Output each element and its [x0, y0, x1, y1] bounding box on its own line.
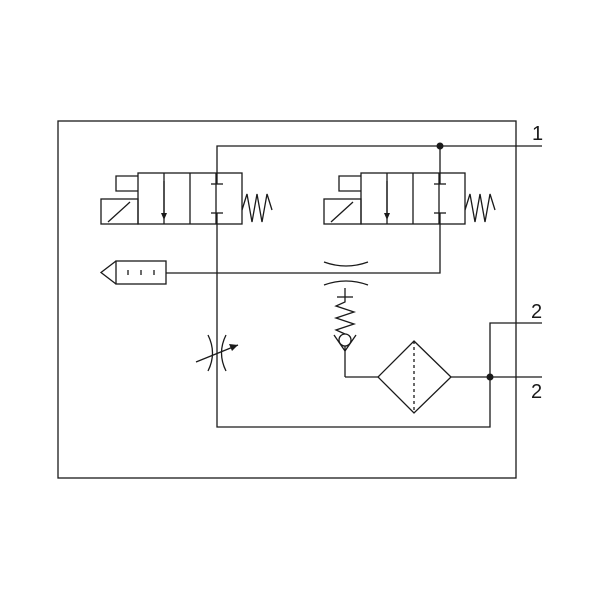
silencer	[99, 260, 167, 285]
manual-override-left	[115, 175, 138, 192]
manual-override-right	[338, 175, 361, 192]
port-2-upper-label: 2	[531, 301, 542, 323]
output-junction-dot	[486, 373, 494, 381]
supply-junction-dot	[436, 142, 444, 150]
main-line	[216, 224, 491, 428]
supply-line	[216, 142, 542, 173]
exhaust-line	[166, 224, 441, 274]
solenoid-coil-right	[323, 198, 362, 225]
enclosure-frame	[57, 120, 517, 479]
solenoid-coil-left	[100, 198, 139, 225]
output-line	[451, 322, 542, 381]
port-2-lower-label: 2	[531, 381, 542, 403]
solenoid-valve-right	[323, 172, 496, 225]
filter	[377, 340, 452, 414]
check-valve-spring	[333, 288, 378, 378]
return-spring-left	[241, 193, 273, 223]
adjustable-throttle	[195, 334, 239, 372]
solenoid-valve-left	[100, 172, 273, 225]
return-spring-right	[464, 193, 496, 223]
fixed-restrictor	[323, 261, 369, 286]
port-1-label: 1	[532, 123, 543, 145]
